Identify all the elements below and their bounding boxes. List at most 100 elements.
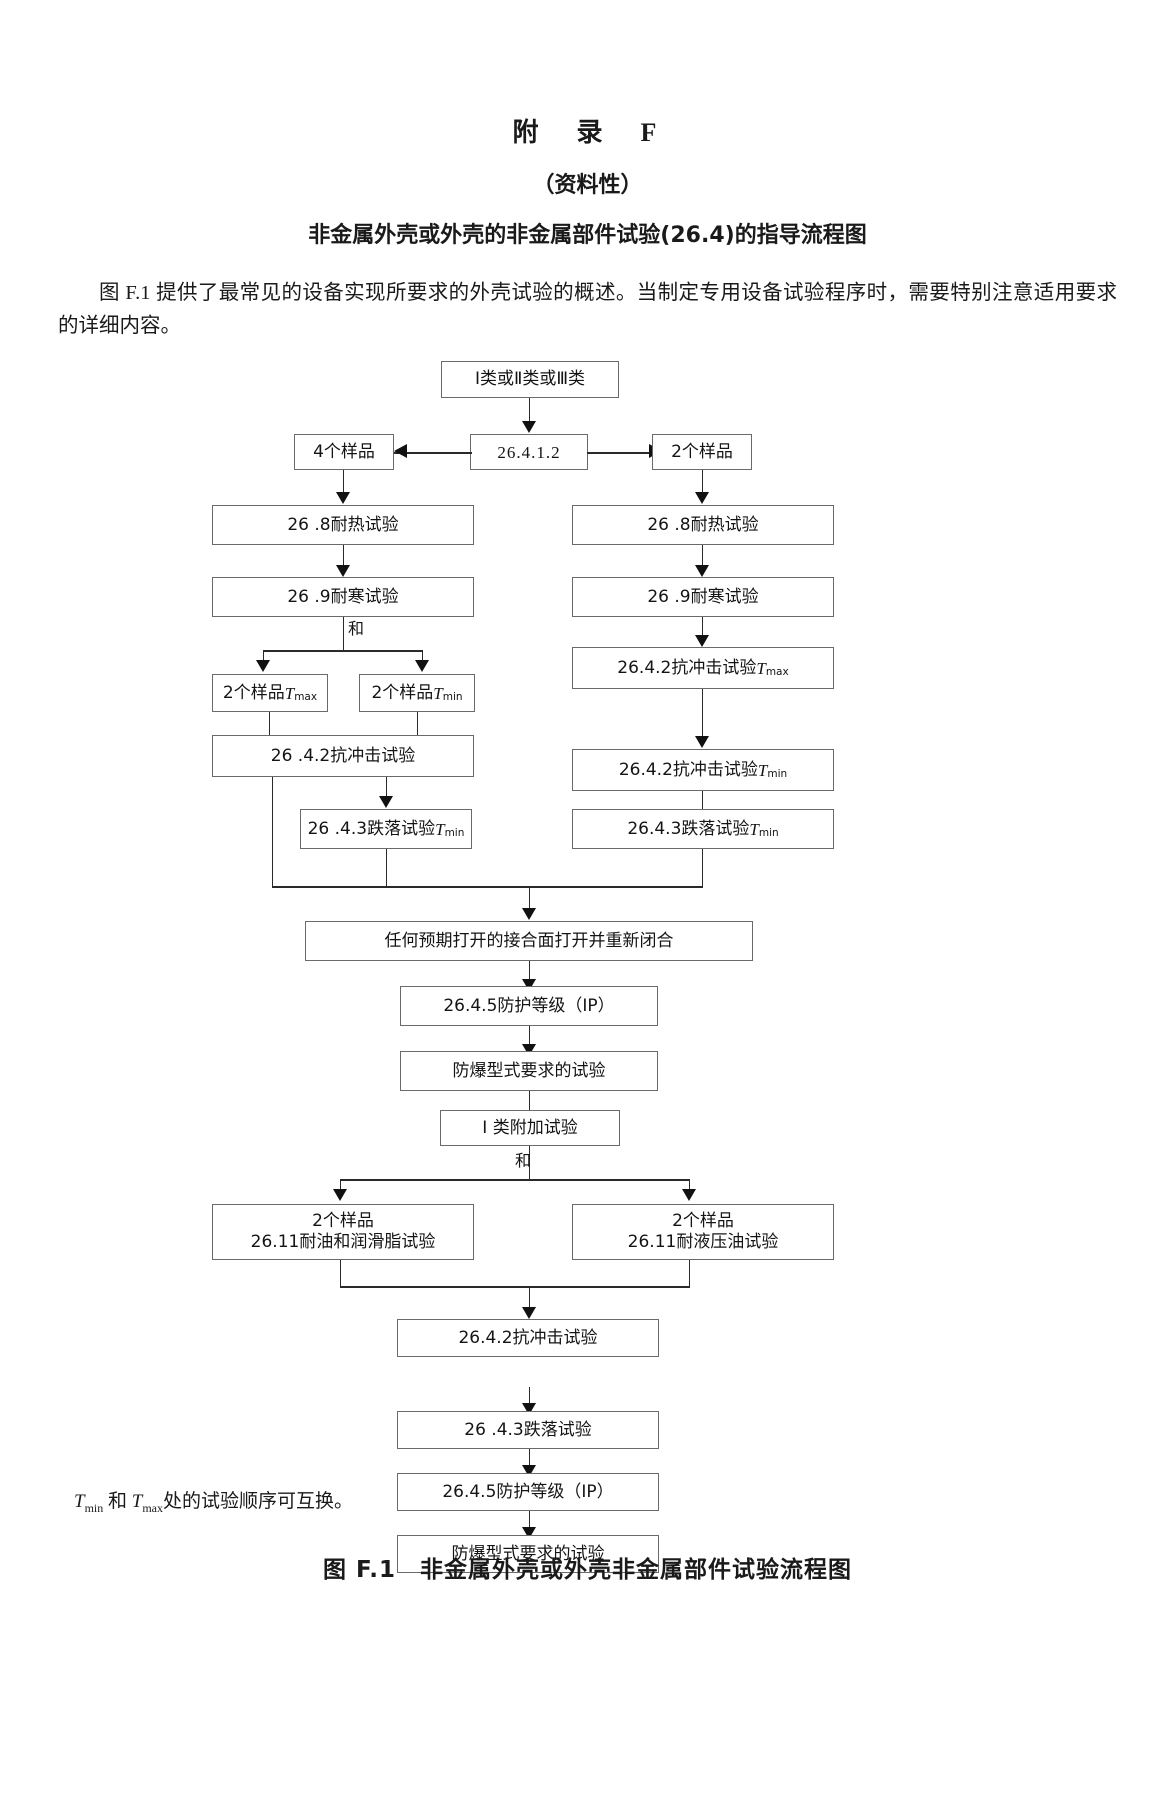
edge-joint-to-ip bbox=[529, 961, 531, 986]
t-symbol: T bbox=[433, 683, 443, 703]
arrow-right-cold-to-impactmax bbox=[695, 635, 709, 648]
edge-tmax-to-impact bbox=[269, 712, 271, 736]
arrow-rightsamples-to-heat bbox=[695, 492, 709, 505]
t-symbol: T bbox=[435, 819, 445, 839]
edge-right-heat-to-cold bbox=[702, 545, 704, 572]
node-left-heat-test: 26 .8耐热试验 bbox=[212, 505, 474, 546]
t-subscript: max bbox=[765, 665, 789, 678]
edge-merge-to-joint bbox=[529, 886, 531, 914]
edge-left-and-bar bbox=[263, 650, 423, 652]
edge-right-impactmax-to-impactmin bbox=[702, 689, 704, 743]
footnote-tmin-sub: min bbox=[84, 1500, 104, 1515]
footnote-suffix: 处的试验顺序可互换。 bbox=[163, 1491, 354, 1512]
intro-paragraph: 图 F.1 提供了最常见的设备实现所要求的外壳试验的概述。当制定专用设备试验程序… bbox=[58, 282, 1117, 338]
node-final-impact-test: 26.4.2抗冲击试验 bbox=[397, 1319, 659, 1358]
node-right-samples: 2个样品 bbox=[652, 434, 752, 471]
label-left-and: 和 bbox=[348, 619, 365, 639]
node-class1-extra-test: Ⅰ 类附加试验 bbox=[440, 1110, 620, 1147]
node-final-drop-test: 26 .4.3跌落试验 bbox=[397, 1411, 659, 1450]
node-left-samples: 4个样品 bbox=[294, 434, 394, 471]
edge-left-drop-down bbox=[386, 849, 388, 888]
edge-class1-leftleg bbox=[340, 1179, 342, 1196]
node-final-ip-rating: 26.4.5防护等级（IP） bbox=[397, 1473, 659, 1512]
edge-split-to-left bbox=[394, 452, 472, 454]
edge-ip-to-explosion bbox=[529, 1026, 531, 1051]
arrow-left-heat-to-cold bbox=[336, 565, 350, 578]
arrow-right-impactmax-to-impactmin bbox=[695, 736, 709, 749]
t-subscript: min bbox=[444, 826, 465, 839]
flowchart-tail: 26 .4.3跌落试验 26.4.5防护等级（IP） 防爆型式要求的试验 bbox=[0, 1387, 1175, 1587]
edge-finaldrop-to-ip bbox=[529, 1449, 531, 1472]
node-left-sample-tmax-label: 2个样品 bbox=[222, 682, 285, 703]
edge-left-merge-bar bbox=[272, 886, 530, 888]
edge-rightsamples-to-heat bbox=[702, 470, 704, 499]
edge-explosion-to-class1 bbox=[529, 1091, 531, 1112]
edge-class1-down bbox=[529, 1146, 531, 1181]
edge-left-impact-to-drop bbox=[386, 777, 388, 802]
edge-right-drop-down bbox=[702, 849, 704, 888]
t-symbol: T bbox=[284, 683, 295, 703]
t-subscript: min bbox=[767, 767, 788, 780]
node-clause-26412: 26.4.1.2 bbox=[470, 434, 588, 471]
arrow-left-and-rightleg bbox=[415, 660, 429, 673]
node-left-cold-test: 26 .9耐寒试验 bbox=[212, 577, 474, 618]
footnote-tmin-symbol: T bbox=[74, 1491, 85, 1512]
t-subscript: max bbox=[294, 690, 318, 703]
footnote-tmax-sub: max bbox=[142, 1500, 164, 1515]
node-hydraulic-oil-line2: 26.11耐液压油试验 bbox=[627, 1232, 779, 1253]
edge-tmin-to-impact bbox=[417, 712, 419, 736]
node-right-impact-tmax-label: 26.4.2抗冲击试验 bbox=[617, 657, 757, 678]
edge-left-and-rightleg bbox=[422, 650, 424, 667]
node-oil-grease-test: 2个样品 26.11耐油和润滑脂试验 bbox=[212, 1204, 474, 1261]
edge-right-impactmin-to-drop bbox=[702, 791, 704, 816]
appendix-kind: （资料性） bbox=[532, 173, 643, 198]
footnote-conjunction: 和 bbox=[108, 1491, 132, 1512]
edge-finalip-to-explosion bbox=[529, 1511, 531, 1534]
node-left-impact-test: 26 .4.2抗冲击试验 bbox=[212, 735, 474, 778]
figure-caption: 图 F.1 非金属外壳或外壳非金属部件试验流程图 bbox=[322, 1557, 853, 1583]
appendix-subtitle: 非金属外壳或外壳的非金属部件试验(26.4)的指导流程图 bbox=[308, 223, 867, 248]
node-left-drop-label: 26 .4.3跌落试验 bbox=[307, 818, 436, 839]
edge-leftsamples-to-heat bbox=[343, 470, 345, 499]
node-oil-grease-line2: 26.11耐油和润滑脂试验 bbox=[250, 1232, 436, 1253]
node-explosion-type-test: 防爆型式要求的试验 bbox=[400, 1051, 658, 1092]
t-symbol: T bbox=[756, 658, 766, 678]
edge-oil-merge-bar bbox=[340, 1286, 690, 1288]
node-start: Ⅰ类或Ⅱ类或Ⅲ类 bbox=[441, 361, 619, 399]
flowchart: Ⅰ类或Ⅱ类或Ⅲ类 26.4.1.2 4个样品 2个样品 26 .8耐热试验 26… bbox=[0, 349, 1175, 1389]
t-subscript: min bbox=[442, 690, 463, 703]
arrow-split-to-left bbox=[394, 444, 407, 459]
node-ip-rating: 26.4.5防护等级（IP） bbox=[400, 986, 658, 1027]
node-final-explosion-test: 防爆型式要求的试验 bbox=[397, 1535, 659, 1574]
node-right-impact-tmin-label: 26.4.2抗冲击试验 bbox=[618, 759, 758, 780]
edge-right-cold-to-impactmax bbox=[702, 617, 704, 642]
footnote-tmax-symbol: T bbox=[131, 1491, 143, 1512]
arrow-merge-to-joint bbox=[522, 908, 536, 921]
arrow-left-impact-to-drop bbox=[379, 796, 393, 809]
t-symbol: T bbox=[757, 760, 768, 780]
edge-left-and-leftleg bbox=[263, 650, 265, 667]
node-hydraulic-oil-test: 2个样品 26.11耐液压油试验 bbox=[572, 1204, 834, 1261]
node-oil-grease-line1: 2个样品 bbox=[312, 1210, 374, 1231]
arrow-right-heat-to-cold bbox=[695, 565, 709, 578]
edge-split-to-right bbox=[587, 452, 662, 454]
edge-class1-and-bar bbox=[340, 1179, 690, 1181]
node-left-sample-tmin-label: 2个样品 bbox=[371, 682, 434, 703]
edge-right-merge-bar bbox=[528, 886, 703, 888]
node-joint-reclose: 任何预期打开的接合面打开并重新闭合 bbox=[305, 921, 753, 962]
arrow-class1-rightleg bbox=[682, 1189, 696, 1202]
arrow-oil-merge-to-impact bbox=[522, 1307, 536, 1320]
edge-left-impact-bypass bbox=[272, 777, 274, 888]
edge-start-to-split bbox=[529, 398, 531, 427]
arrow-leftsamples-to-heat bbox=[336, 492, 350, 505]
edge-hydraulic-down bbox=[689, 1260, 691, 1288]
node-hydraulic-oil-line1: 2个样品 bbox=[672, 1210, 734, 1231]
node-right-heat-test: 26 .8耐热试验 bbox=[572, 505, 834, 546]
t-subscript: min bbox=[758, 826, 779, 839]
arrow-start-to-split bbox=[522, 421, 536, 434]
